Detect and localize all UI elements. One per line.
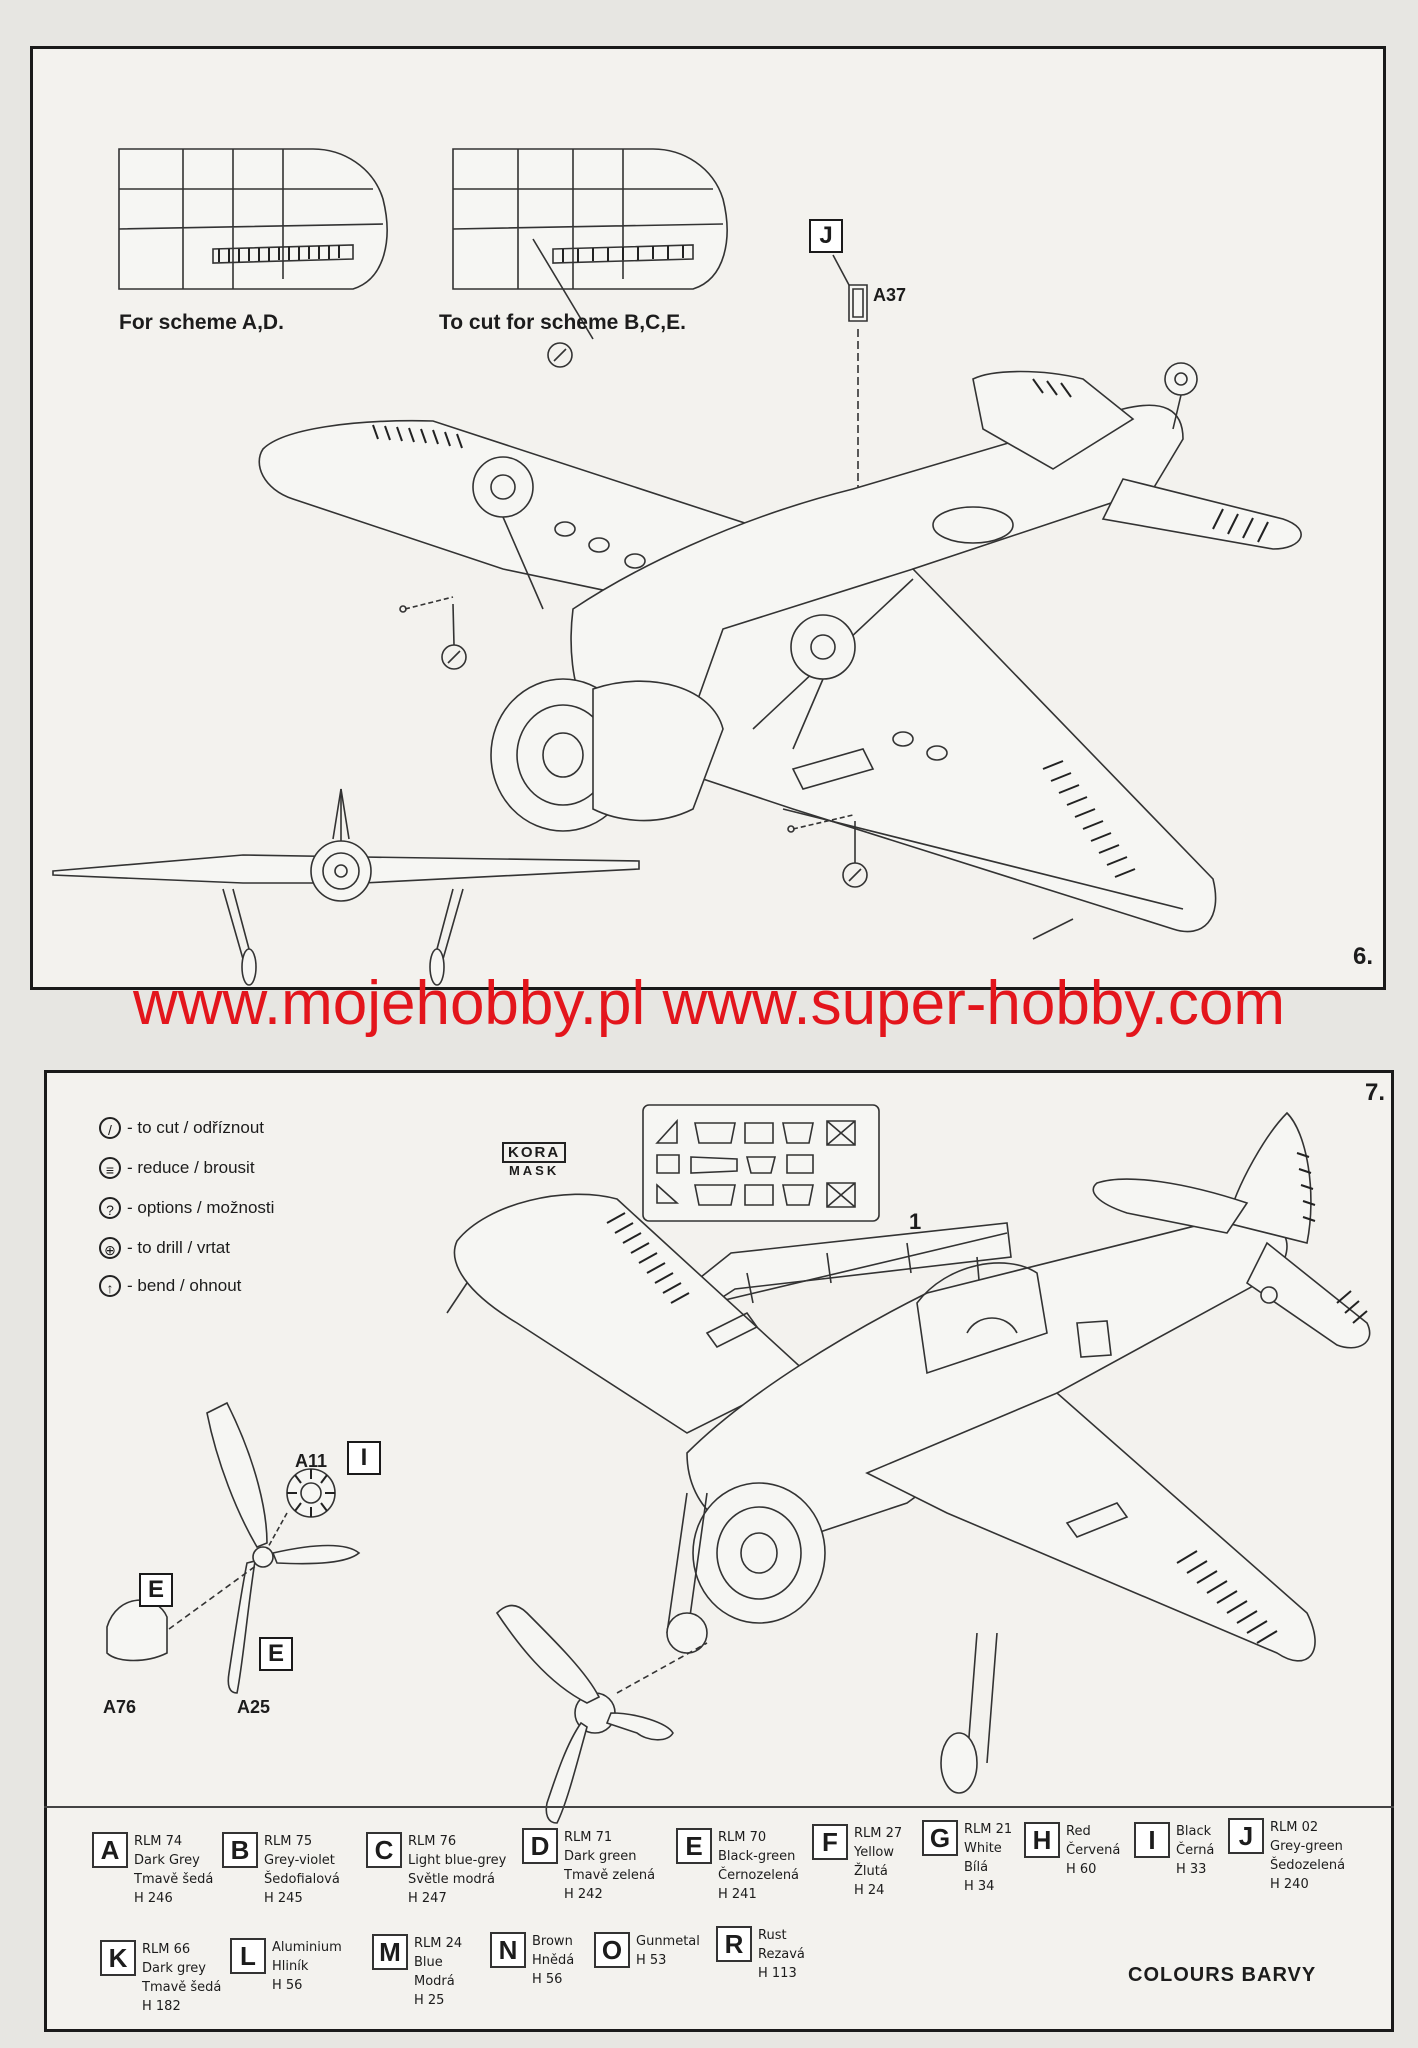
step-7-panel: 7. / - to cut / odříznout ≡ - reduce / b… <box>44 1070 1394 2032</box>
colour-letter: D <box>522 1828 558 1864</box>
colour-e: E RLM 70 Black-green Černozelená H 241 <box>676 1828 799 1904</box>
colour-n: N Brown Hnědá H 56 <box>490 1932 574 1989</box>
part-j-box: J <box>809 219 843 253</box>
legend-options: ? - options / možnosti <box>99 1197 274 1219</box>
colour-letter: G <box>922 1820 958 1856</box>
colour-j: J RLM 02 Grey-green Šedozelená H 240 <box>1228 1818 1345 1894</box>
canopy-part-label: 1 <box>909 1209 922 1234</box>
kora-mask-sheet <box>642 1104 880 1222</box>
aircraft-assembly-step-6 <box>258 362 1302 940</box>
kora-logo-top: KORA <box>502 1142 567 1163</box>
colour-letter: B <box>222 1832 258 1868</box>
colour-f: F RLM 27 Yellow Žlutá H 24 <box>812 1824 902 1900</box>
colour-letter: A <box>92 1832 128 1868</box>
colour-r: R Rust Rezavá H 113 <box>716 1926 805 1983</box>
scheme-bce-label: To cut for scheme B,C,E. <box>439 311 686 334</box>
colour-letter: E <box>676 1828 712 1864</box>
part-e-box-left: E <box>139 1573 173 1607</box>
step-6-panel: For scheme A,D. To cut for scheme B,C,E.… <box>30 46 1386 990</box>
colour-o: O Gunmetal H 53 <box>594 1932 700 1970</box>
watermark-urls: www.mojehobby.pl www.super-hobby.com <box>132 969 1286 1038</box>
colour-letter: K <box>100 1940 136 1976</box>
colour-letter: N <box>490 1932 526 1968</box>
part-a25-label: A25 <box>237 1697 271 1717</box>
colour-d: D RLM 71 Dark green Tmavě zelená H 242 <box>522 1828 655 1904</box>
legend-reduce: ≡ - reduce / brousit <box>99 1157 255 1179</box>
colour-letter: M <box>372 1934 408 1970</box>
colour-i: I Black Černá H 33 <box>1134 1822 1214 1879</box>
step-number-6: 6. <box>1353 943 1374 970</box>
kora-mask-logo: KORA MASK <box>502 1142 567 1178</box>
wing-detail-scheme-bce <box>452 148 728 368</box>
cut-icon: / <box>99 1117 121 1139</box>
step-number-7: 7. <box>1365 1079 1386 1106</box>
colour-b: B RLM 75 Grey-violet Šedofialová H 245 <box>222 1832 340 1908</box>
drill-icon: ⊕ <box>99 1237 121 1259</box>
colour-l: L Aluminium Hliník H 56 <box>230 1938 342 1995</box>
part-a37-drawing <box>832 254 868 515</box>
colours-table <box>44 1806 1394 2034</box>
legend-bend: ↑ - bend / ohnout <box>99 1275 241 1297</box>
step-7-drawing <box>106 1104 1371 1824</box>
part-a76-label: A76 <box>103 1697 137 1717</box>
kora-logo-bottom: MASK <box>508 1163 560 1178</box>
colour-h: H Red Červená H 60 <box>1024 1822 1120 1879</box>
colour-letter: F <box>812 1824 848 1860</box>
part-a11-label: A11 <box>295 1451 328 1471</box>
options-icon: ? <box>99 1197 121 1219</box>
colour-letter: O <box>594 1932 630 1968</box>
propeller-exploded <box>106 1401 361 1694</box>
colour-letter: C <box>366 1832 402 1868</box>
colour-c: C RLM 76 Light blue-grey Světle modrá H … <box>366 1832 506 1908</box>
part-i-box: I <box>347 1441 381 1475</box>
step-6-drawing <box>52 148 1302 986</box>
colour-letter: H <box>1024 1822 1060 1858</box>
colours-title: COLOURS BARVY <box>1128 1964 1317 1986</box>
reduce-icon: ≡ <box>99 1157 121 1179</box>
scheme-ad-label: For scheme A,D. <box>119 311 284 334</box>
bend-icon: ↑ <box>99 1275 121 1297</box>
wing-detail-scheme-ad <box>118 148 388 290</box>
legend-cut: / - to cut / odříznout <box>99 1117 264 1139</box>
colour-letter: L <box>230 1938 266 1974</box>
colour-letter: R <box>716 1926 752 1962</box>
colour-g: G RLM 21 White Bílá H 34 <box>922 1820 1012 1896</box>
colour-k: K RLM 66 Dark grey Tmavě šedá H 182 <box>100 1940 221 2016</box>
aircraft-assembly-step-7 <box>446 1111 1371 1794</box>
legend-drill: ⊕ - to drill / vrtat <box>99 1237 230 1259</box>
colour-m: M RLM 24 Blue Modrá H 25 <box>372 1934 462 2010</box>
part-e-box-right: E <box>259 1637 293 1671</box>
part-a37-label: A37 <box>873 285 907 305</box>
propeller-on-aircraft <box>495 1604 708 1824</box>
colour-a: A RLM 74 Dark Grey Tmavě šedá H 246 <box>92 1832 213 1908</box>
colour-letter: I <box>1134 1822 1170 1858</box>
aircraft-front-view <box>52 788 640 986</box>
colour-letter: J <box>1228 1818 1264 1854</box>
